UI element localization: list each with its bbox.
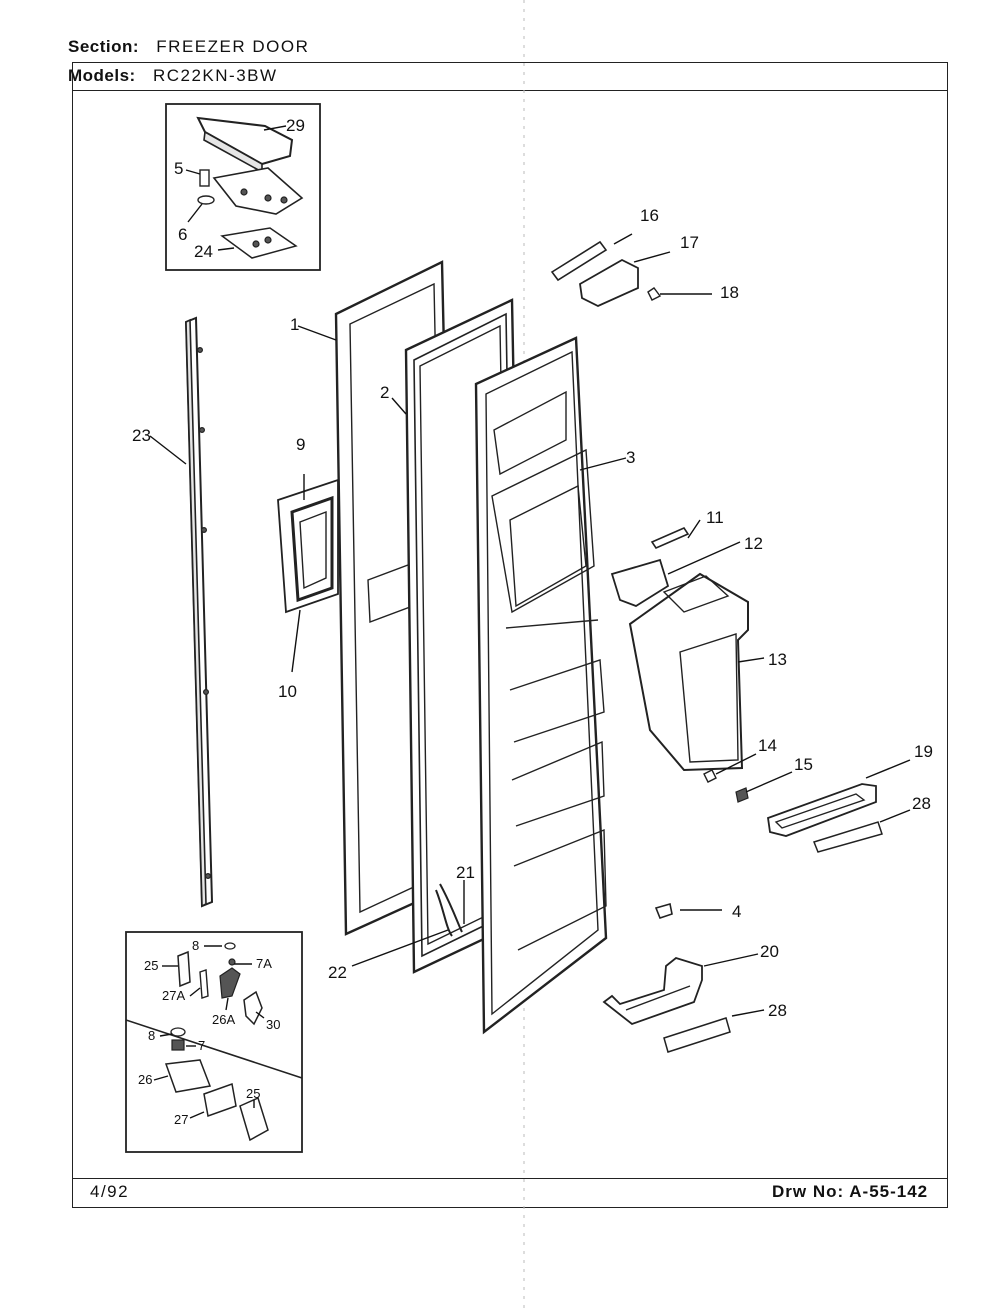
callout-4: 4 xyxy=(732,902,741,921)
footer-divider xyxy=(72,1178,948,1179)
callout-28-upper: 28 xyxy=(912,794,931,813)
callout-7: 7 xyxy=(198,1038,205,1053)
models-value: RC22KN-3BW xyxy=(152,66,278,85)
section-value: FREEZER DOOR xyxy=(156,37,310,56)
door-liner-part xyxy=(474,336,627,1035)
callout-25-lower: 25 xyxy=(246,1086,260,1101)
chute-part xyxy=(610,558,670,607)
callout-27a: 27A xyxy=(162,988,185,1003)
wire-harness-part xyxy=(351,880,465,967)
callout-12: 12 xyxy=(744,534,763,553)
bracket-part xyxy=(579,258,639,307)
hinge-pin-part xyxy=(199,169,210,187)
drawing-date: 4/92 xyxy=(90,1182,130,1201)
lower-bin-trim-part xyxy=(663,1017,731,1053)
hinge-plate-part xyxy=(212,167,304,215)
chute-flap-part xyxy=(650,526,690,550)
callout-15: 15 xyxy=(794,755,813,774)
drawing-number: Drw No: A-55-142 xyxy=(772,1182,929,1201)
callout-1: 1 xyxy=(290,315,299,334)
models-label: Models: xyxy=(68,66,136,85)
switch-bracket-parts xyxy=(550,233,712,307)
callout-26: 26 xyxy=(138,1072,152,1087)
upper-hinge-inset-box xyxy=(165,103,321,271)
models-line: Models: RC22KN-3BW xyxy=(68,66,278,86)
bin-trim-part xyxy=(813,821,883,853)
upper-hinge-inset xyxy=(165,103,321,271)
callout-19: 19 xyxy=(914,742,933,761)
section-label: Section: xyxy=(68,37,140,56)
washer-part xyxy=(197,195,215,205)
callout-28-lower: 28 xyxy=(768,1001,787,1020)
callout-27: 27 xyxy=(174,1112,188,1127)
door-strip-part xyxy=(149,316,214,908)
callout-8-lower: 8 xyxy=(148,1028,155,1043)
callout-23: 23 xyxy=(132,426,151,445)
callout-6: 6 xyxy=(178,225,187,244)
callout-30: 30 xyxy=(266,1017,280,1032)
callout-13: 13 xyxy=(768,650,787,669)
section-line: Section: FREEZER DOOR xyxy=(68,37,309,57)
mount-screw-part xyxy=(654,902,722,919)
callout-22: 22 xyxy=(328,963,347,982)
lower-hinge-inset-box xyxy=(125,931,303,1153)
models-divider xyxy=(72,90,948,91)
callout-5: 5 xyxy=(174,159,183,178)
callout-8-upper: 8 xyxy=(192,938,199,953)
callout-24: 24 xyxy=(194,242,213,261)
callout-16: 16 xyxy=(640,206,659,225)
dispenser-frame-part xyxy=(277,474,339,673)
callout-20: 20 xyxy=(760,942,779,961)
callout-25-upper: 25 xyxy=(144,958,158,973)
upper-door-bin-parts xyxy=(767,759,911,853)
callout-9: 9 xyxy=(296,435,305,454)
fastener-parts xyxy=(703,753,793,803)
callout-21: 21 xyxy=(456,863,475,882)
callout-14: 14 xyxy=(758,736,777,755)
liner-upper-recess xyxy=(493,390,567,476)
callout-26a: 26A xyxy=(212,1012,235,1027)
liner-ice-chute xyxy=(491,448,595,614)
callout-17: 17 xyxy=(680,233,699,252)
callout-10: 10 xyxy=(278,682,297,701)
inset-split-line xyxy=(125,1019,303,1079)
screw-part xyxy=(647,287,662,301)
callout-18: 18 xyxy=(720,283,739,302)
dispenser-housing-parts xyxy=(610,519,765,772)
lower-bin-part xyxy=(602,956,703,1026)
callout-2: 2 xyxy=(380,383,389,402)
callout-3: 3 xyxy=(626,448,635,467)
lower-hinge-inset xyxy=(125,931,303,1153)
callout-29: 29 xyxy=(286,116,305,135)
callout-11: 11 xyxy=(706,508,724,527)
drawing-frame xyxy=(72,62,948,1208)
lower-door-bin-parts xyxy=(602,953,765,1053)
callout-7a: 7A xyxy=(256,956,272,971)
actuator-part xyxy=(550,240,608,282)
